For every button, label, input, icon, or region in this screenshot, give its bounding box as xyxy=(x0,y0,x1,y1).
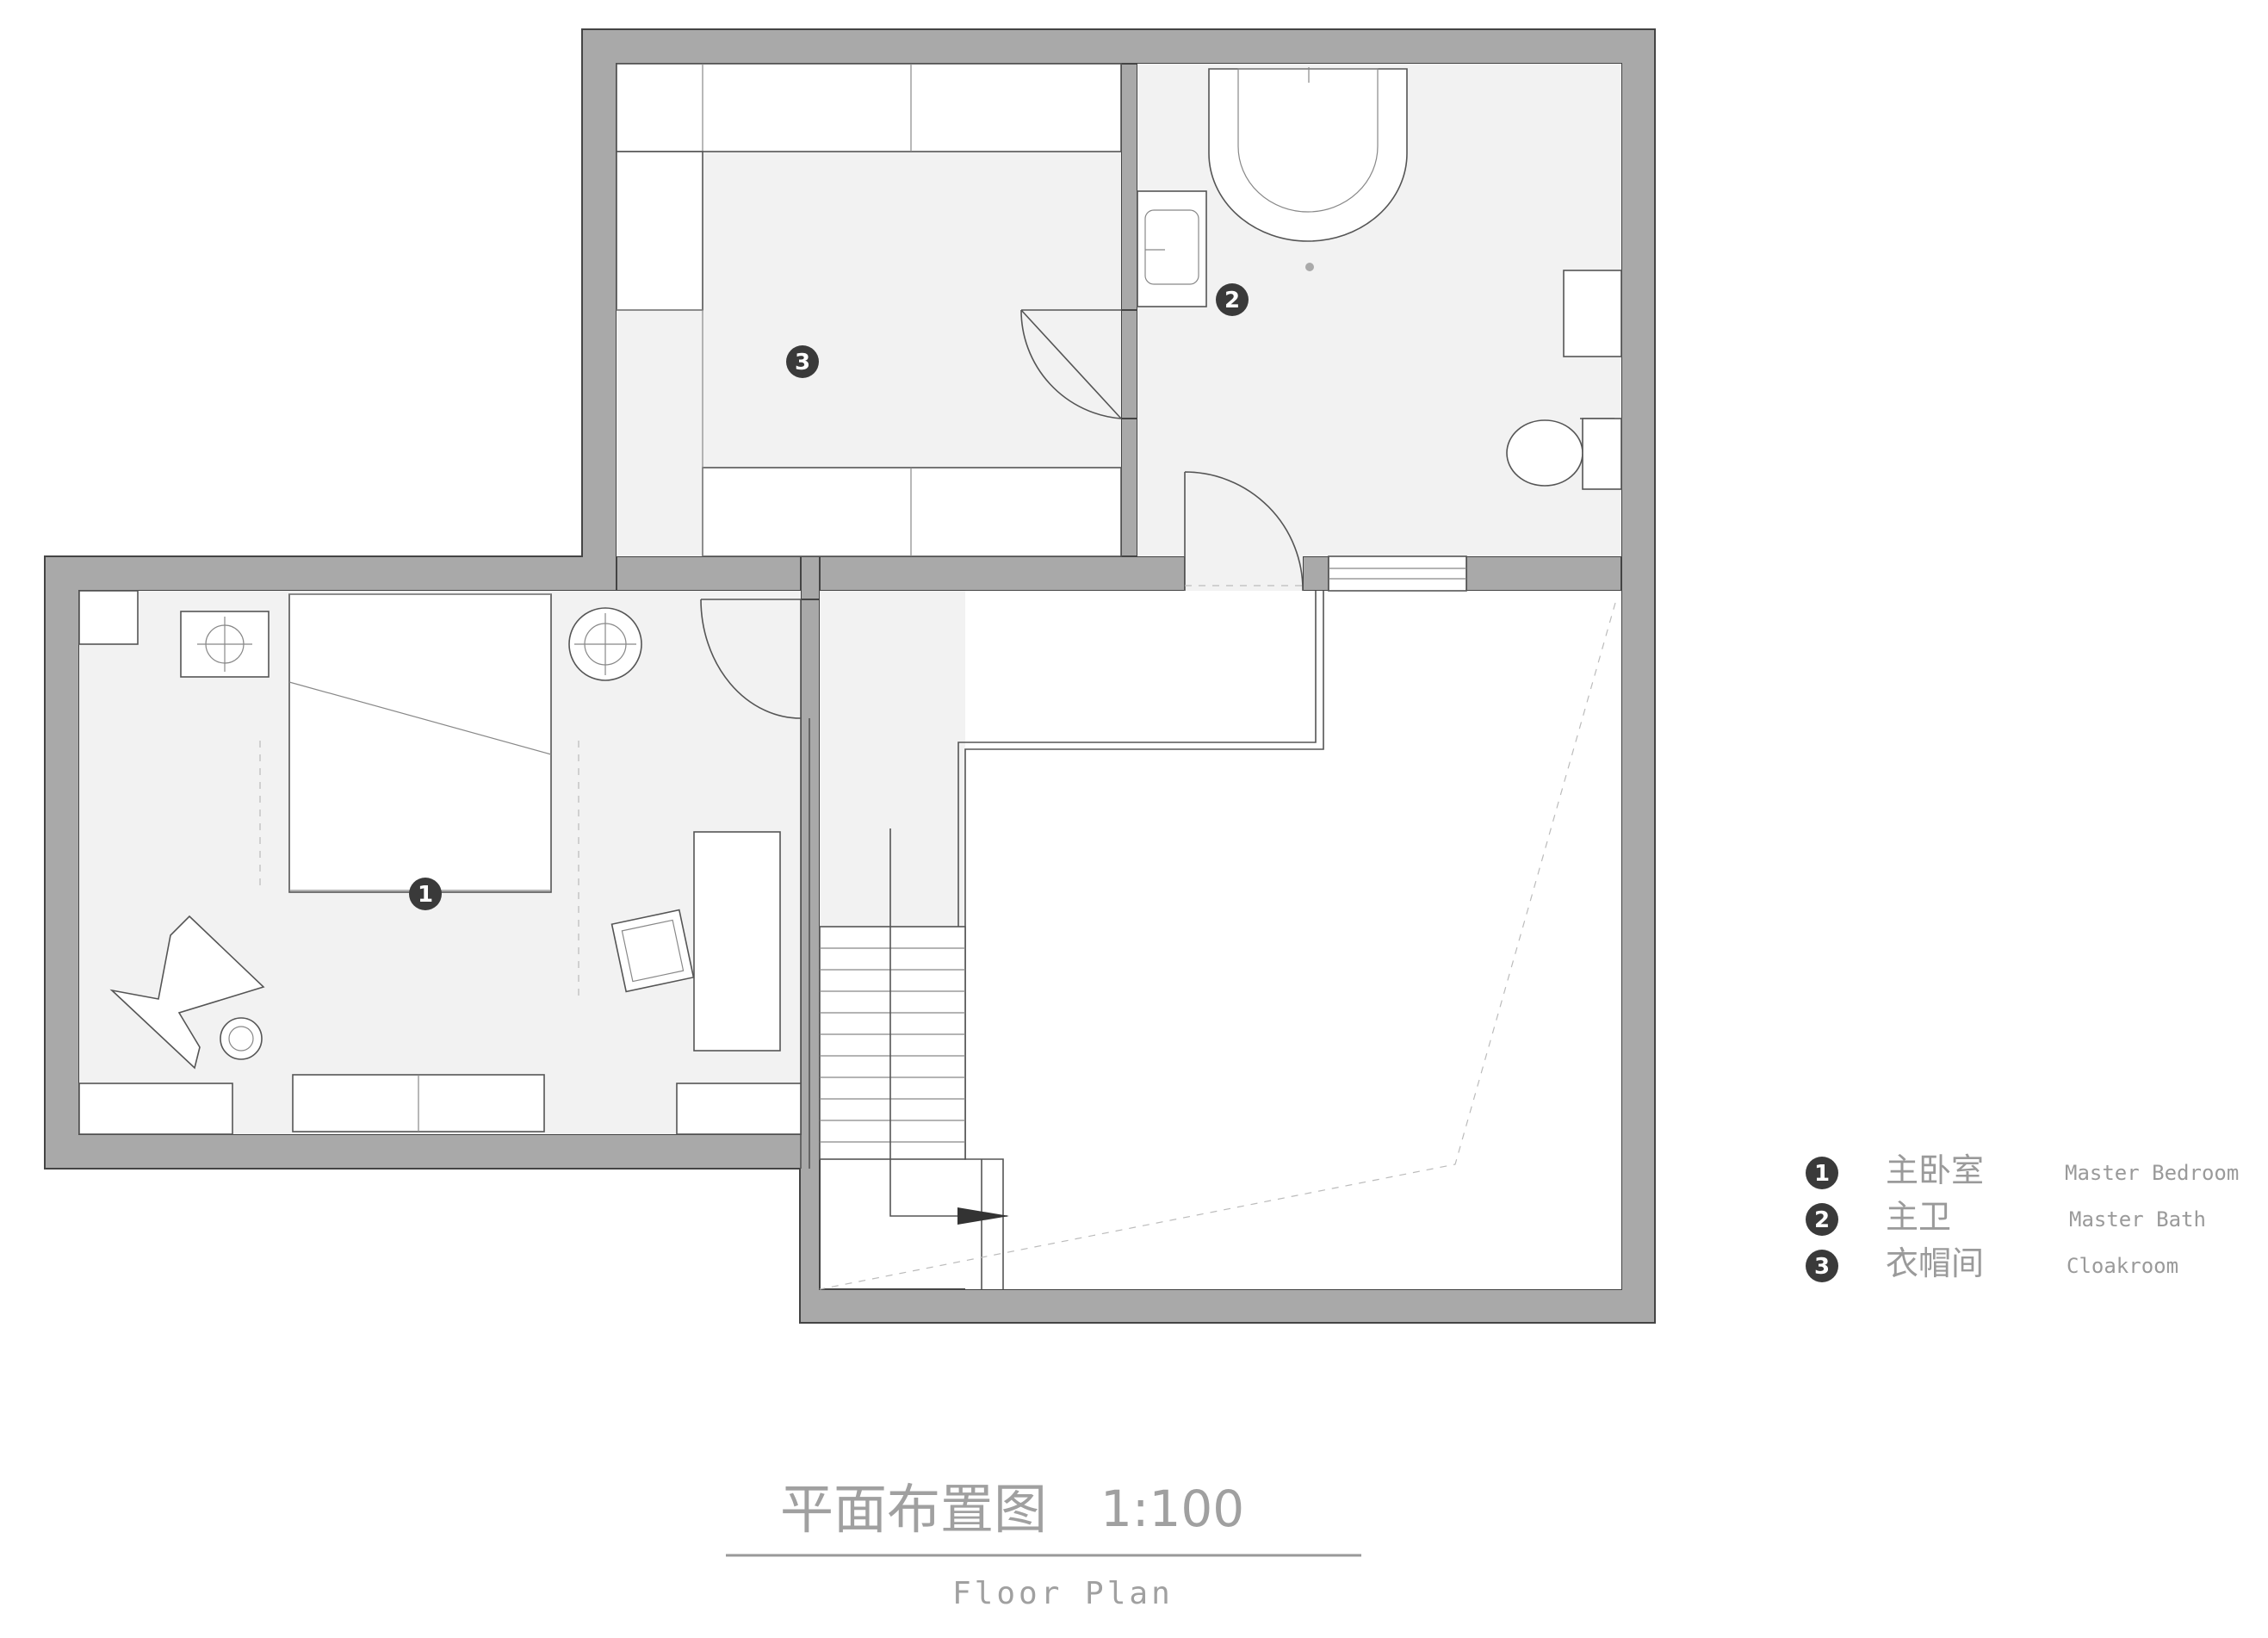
cabinet-top-left xyxy=(78,590,139,645)
legend-item-1-en: Master Bedroom xyxy=(2065,1161,2239,1185)
washbasin-icon xyxy=(1137,190,1207,307)
wall-bedroom-right xyxy=(800,555,821,600)
wall-lower-band-left xyxy=(616,555,1186,592)
legend: 1 主卧室 Master Bedroom 2 主卫 Master Bath 3 … xyxy=(1806,1151,2239,1282)
wardrobe-bottom xyxy=(702,467,1122,557)
staircase xyxy=(819,828,1009,1225)
legend-item-2-en: Master Bath xyxy=(2069,1207,2206,1232)
door-bedroom xyxy=(700,599,802,719)
title-block: 平面布置图 1:100 Floor Plan xyxy=(726,1478,1361,1611)
title-en: Floor Plan xyxy=(952,1576,1174,1611)
cloakroom-furniture xyxy=(616,63,1122,557)
legend-item-1-number: 1 xyxy=(1814,1161,1830,1187)
room-marker-3: 3 xyxy=(786,345,819,378)
wall-cloak-bath xyxy=(1120,63,1138,311)
wall-lower-band-far-right xyxy=(1466,555,1622,592)
title-scale: 1:100 xyxy=(1100,1480,1244,1538)
legend-item-2: 2 主卫 Master Bath xyxy=(1806,1198,2206,1236)
room-marker-2: 2 xyxy=(1216,283,1249,316)
legend-item-2-number: 2 xyxy=(1814,1207,1830,1233)
door-hall-bath xyxy=(1184,471,1304,592)
bathtub-icon xyxy=(1208,68,1408,242)
side-table-icon xyxy=(220,1017,263,1060)
desk xyxy=(693,831,781,1052)
legend-item-2-cn: 主卫 xyxy=(1886,1198,1951,1236)
legend-item-1: 1 主卧室 Master Bedroom xyxy=(1806,1151,2239,1189)
bath-cabinet xyxy=(1563,270,1622,357)
bed xyxy=(288,593,552,893)
legend-item-3: 3 衣帽间 Cloakroom xyxy=(1806,1244,2178,1282)
room-marker-3-label: 3 xyxy=(795,350,810,375)
cabinet-bottom-left xyxy=(78,1083,233,1135)
cabinet-bottom-right xyxy=(676,1083,802,1135)
bath-window xyxy=(1328,555,1467,592)
floor-void xyxy=(965,591,1621,1289)
door-cloak-bath xyxy=(1020,309,1122,419)
lounge-chair-icon xyxy=(109,915,265,1070)
legend-item-3-number: 3 xyxy=(1814,1254,1830,1280)
title-cn: 平面布置图 xyxy=(780,1478,1047,1541)
room-marker-1-label: 1 xyxy=(418,882,433,908)
room-marker-1: 1 xyxy=(409,878,442,910)
legend-item-1-cn: 主卧室 xyxy=(1886,1151,1984,1189)
wardrobe-top xyxy=(616,63,1122,152)
bath-fixtures xyxy=(1137,67,1622,592)
wall-lower-band-right xyxy=(1302,555,1329,592)
legend-item-3-en: Cloakroom xyxy=(2067,1254,2178,1278)
legend-item-3-cn: 衣帽间 xyxy=(1886,1244,1984,1282)
doors xyxy=(700,309,1304,719)
wardrobe-left xyxy=(616,151,703,311)
wall-cloak-bath-lower xyxy=(1120,418,1138,557)
bedroom-furniture xyxy=(78,590,802,1135)
desk-chair xyxy=(610,909,695,993)
room-marker-2-label: 2 xyxy=(1224,288,1240,313)
